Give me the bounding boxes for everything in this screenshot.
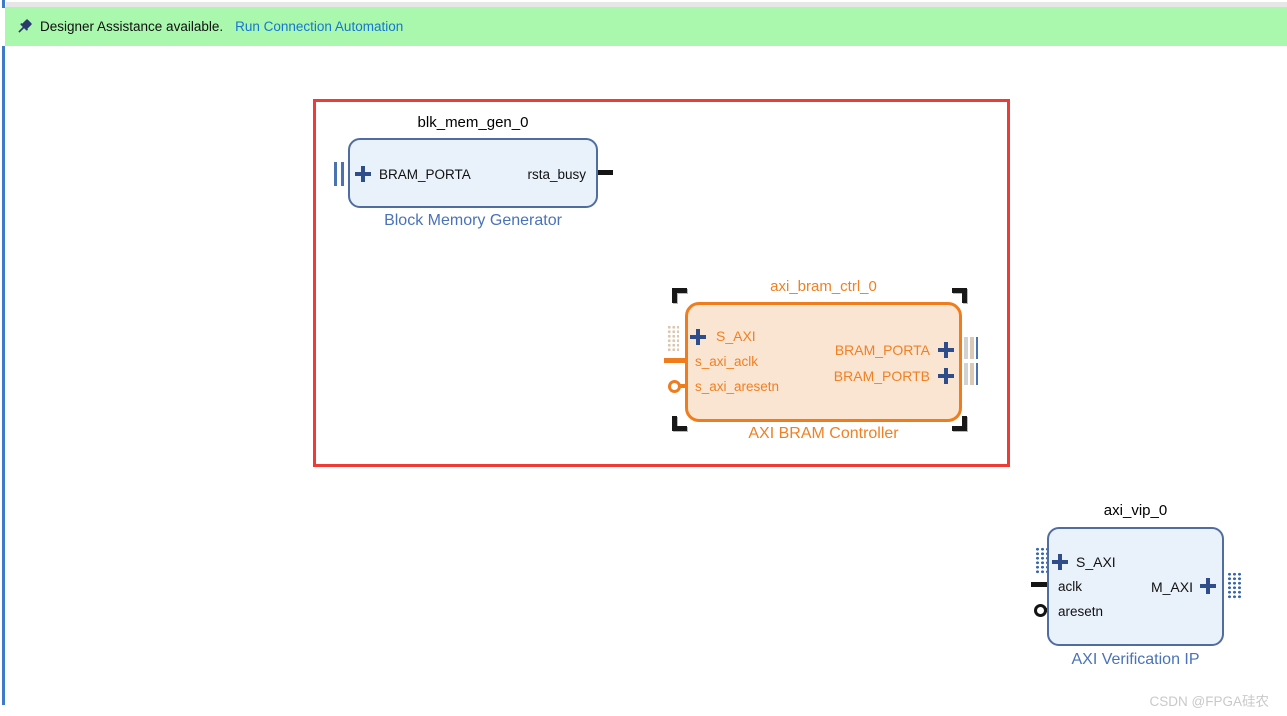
ip-block-axi-vip[interactable]: S_AXI aclk aresetn M_AXI bbox=[1047, 527, 1224, 646]
block-instance-name: axi_bram_ctrl_0 bbox=[770, 278, 877, 295]
expand-port-plus-icon[interactable] bbox=[355, 166, 371, 182]
selection-bounds-rect bbox=[313, 99, 1010, 467]
port-label: S_AXI bbox=[716, 328, 756, 344]
clock-pin-stub[interactable] bbox=[1031, 582, 1049, 587]
port-label: BRAM_PORTA bbox=[379, 167, 471, 182]
top-window-strip bbox=[6, 2, 1287, 7]
pending-connection-hint-icon bbox=[1035, 547, 1047, 574]
block-type-label: Block Memory Generator bbox=[384, 212, 562, 229]
panel-left-border-top bbox=[2, 0, 5, 8]
run-connection-automation-link[interactable]: Run Connection Automation bbox=[235, 19, 404, 34]
port-label: S_AXI bbox=[1076, 554, 1116, 570]
selection-corner-icon bbox=[672, 288, 687, 303]
panel-left-border bbox=[2, 46, 5, 705]
ip-block-blk-mem-gen[interactable]: BRAM_PORTA rsta_busy bbox=[348, 138, 598, 208]
port-label: BRAM_PORTA bbox=[834, 342, 930, 358]
watermark: CSDN @FPGA硅农 bbox=[1149, 694, 1269, 709]
block-type-label: AXI BRAM Controller bbox=[748, 425, 899, 442]
selection-corner-icon bbox=[952, 416, 967, 431]
reset-pin-stub[interactable] bbox=[677, 384, 686, 388]
expand-port-plus-icon[interactable] bbox=[690, 329, 706, 345]
ip-block-axi-bram-ctrl[interactable]: S_AXI s_axi_aclk s_axi_aresetn BRAM_PORT… bbox=[685, 302, 962, 422]
pending-connection-hint-icon bbox=[1227, 572, 1241, 600]
interface-pin-marker-icon bbox=[964, 337, 978, 359]
expand-port-plus-icon[interactable] bbox=[938, 368, 954, 384]
designer-assistance-banner: Designer Assistance available. Run Conne… bbox=[5, 7, 1287, 46]
port-label: BRAM_PORTB bbox=[833, 368, 930, 384]
port-label: aresetn bbox=[1058, 604, 1104, 619]
port-label: s_axi_aresetn bbox=[695, 379, 780, 394]
block-instance-name: blk_mem_gen_0 bbox=[417, 114, 529, 131]
output-pin-stub[interactable] bbox=[598, 170, 613, 175]
port-label: s_axi_aclk bbox=[695, 354, 759, 369]
block-instance-name: axi_vip_0 bbox=[1103, 502, 1168, 519]
interface-pin-marker-icon bbox=[964, 363, 978, 385]
port-label: M_AXI bbox=[1150, 579, 1193, 595]
port-label: aclk bbox=[1058, 579, 1083, 594]
pushpin-icon bbox=[18, 19, 32, 33]
expand-port-plus-icon[interactable] bbox=[1052, 554, 1068, 570]
expand-port-plus-icon[interactable] bbox=[1200, 578, 1216, 594]
clock-pin-stub[interactable] bbox=[664, 358, 686, 363]
expand-port-plus-icon[interactable] bbox=[938, 342, 954, 358]
reset-pin-icon[interactable] bbox=[668, 380, 681, 393]
block-type-label: AXI Verification IP bbox=[1071, 651, 1200, 668]
assistance-message: Designer Assistance available. bbox=[40, 19, 224, 34]
interface-pin-marker-icon bbox=[334, 162, 344, 186]
selection-corner-icon bbox=[672, 416, 687, 431]
port-label: rsta_busy bbox=[527, 167, 586, 182]
pending-connection-hint-icon bbox=[667, 325, 679, 351]
selection-corner-icon bbox=[952, 288, 967, 303]
